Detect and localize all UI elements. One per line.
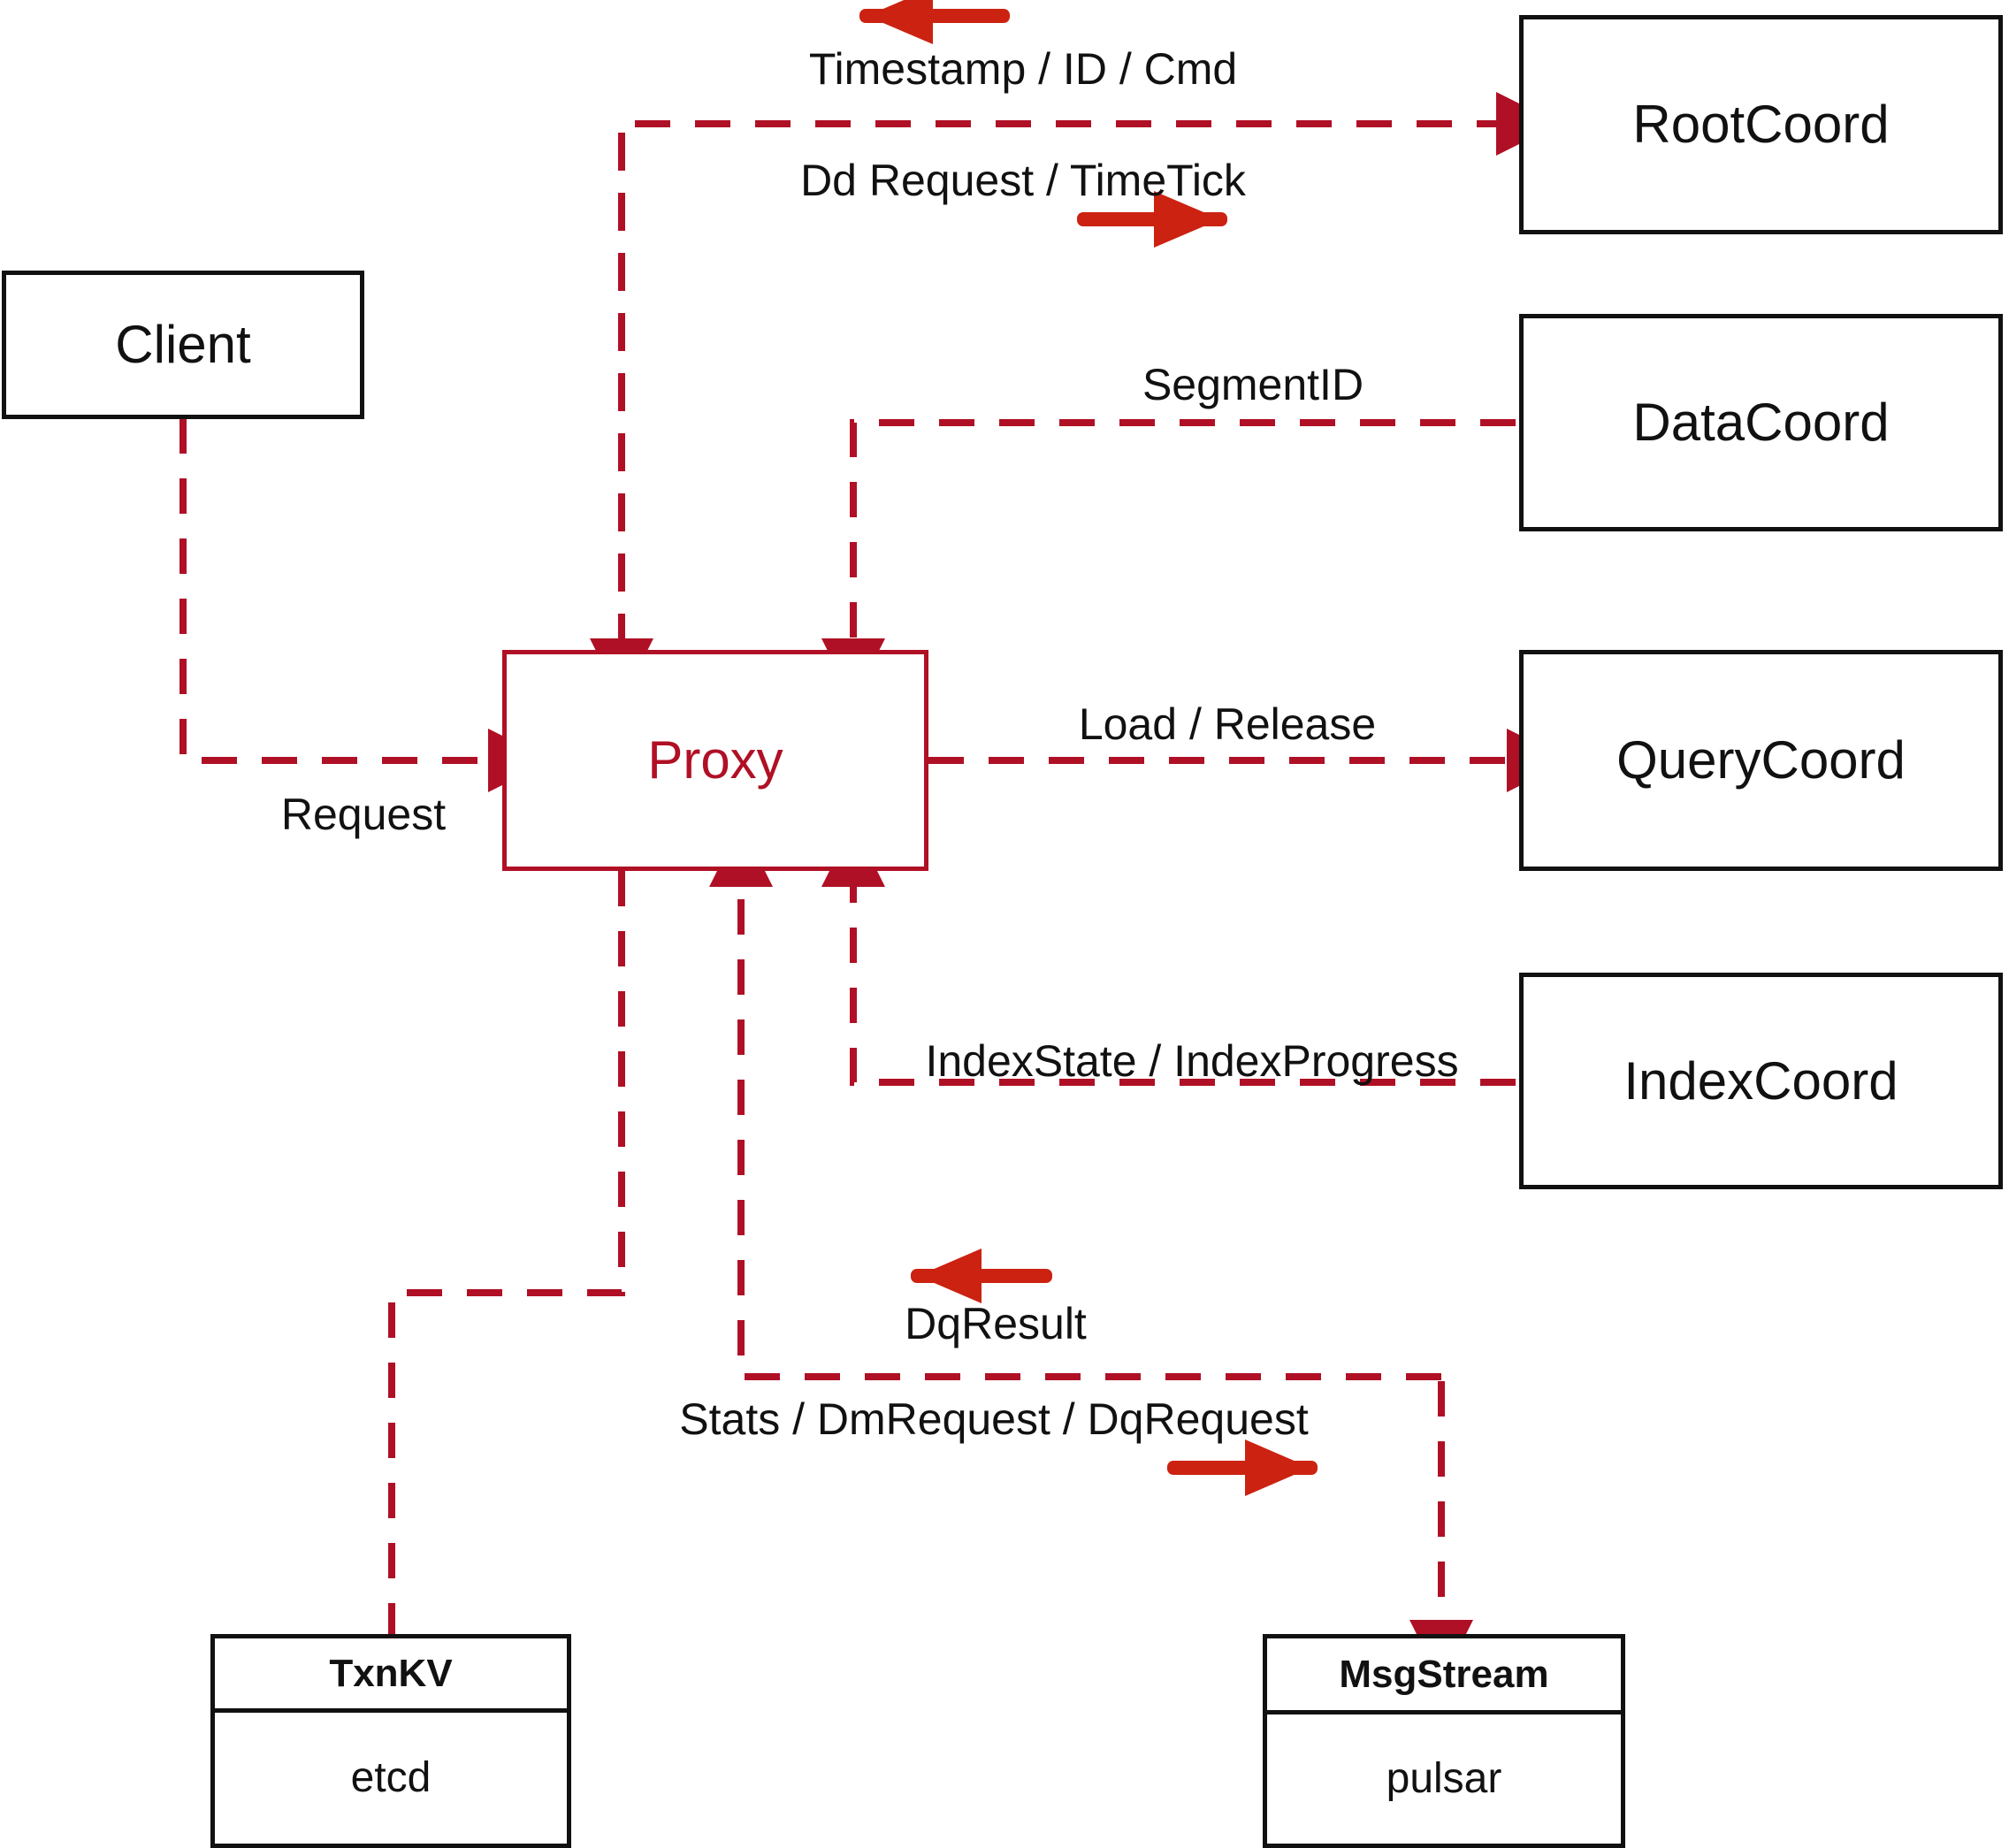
store-txnkv[interactable]: TxnKV etcd [210, 1634, 571, 1848]
node-rootcoord[interactable]: RootCoord [1519, 15, 2003, 234]
edge-label-segmentid: SegmentID [1142, 360, 1364, 409]
arrow-dd-request-timetick-icon [1077, 191, 1227, 248]
node-datacoord-label: DataCoord [1632, 393, 1890, 452]
node-indexcoord-label: IndexCoord [1623, 1050, 1898, 1111]
store-msgstream[interactable]: MsgStream pulsar [1263, 1634, 1625, 1848]
node-indexcoord[interactable]: IndexCoord [1519, 973, 2003, 1189]
node-client-label: Client [115, 315, 251, 374]
store-msgstream-header: MsgStream [1267, 1638, 1621, 1714]
edge-label-dd-request-timetick: Dd Request / TimeTick [800, 156, 1246, 205]
node-querycoord-label: QueryCoord [1616, 730, 1906, 790]
arrow-dqresult-icon [911, 1249, 1052, 1303]
connector-indexcoord-proxy [821, 823, 1516, 1086]
arrow-timestamp-id-cmd-icon [859, 0, 1010, 44]
edge-label-indexstate-progress: IndexState / IndexProgress [925, 1036, 1459, 1086]
store-txnkv-body: etcd [350, 1754, 432, 1801]
node-querycoord[interactable]: QueryCoord [1519, 650, 2003, 871]
connector-proxy-rootcoord [618, 92, 1560, 652]
connector-msgstream-proxy [709, 823, 1441, 1380]
edge-label-request: Request [280, 790, 447, 839]
node-datacoord[interactable]: DataCoord [1519, 314, 2003, 531]
edge-label-timestamp-id-cmd: Timestamp / ID / Cmd [808, 44, 1238, 94]
edge-label-stats-dm-dq: Stats / DmRequest / DqRequest [679, 1394, 1309, 1444]
arrow-stats-dm-dq-icon [1167, 1439, 1318, 1496]
node-proxy[interactable]: Proxy [502, 650, 928, 871]
connector-proxy-txnkv [388, 871, 625, 1634]
direction-arrow-group [859, 0, 1318, 1496]
store-txnkv-header: TxnKV [215, 1638, 567, 1713]
edge-label-load-release: Load / Release [1078, 699, 1377, 749]
node-rootcoord-label: RootCoord [1632, 95, 1890, 154]
store-msgstream-body: pulsar [1386, 1755, 1502, 1802]
edge-label-dqresult: DqResult [905, 1299, 1087, 1348]
connector-datacoord-proxy [821, 419, 1516, 702]
node-proxy-label: Proxy [647, 730, 783, 790]
connector-client-proxy [180, 418, 552, 792]
node-client[interactable]: Client [2, 271, 364, 419]
